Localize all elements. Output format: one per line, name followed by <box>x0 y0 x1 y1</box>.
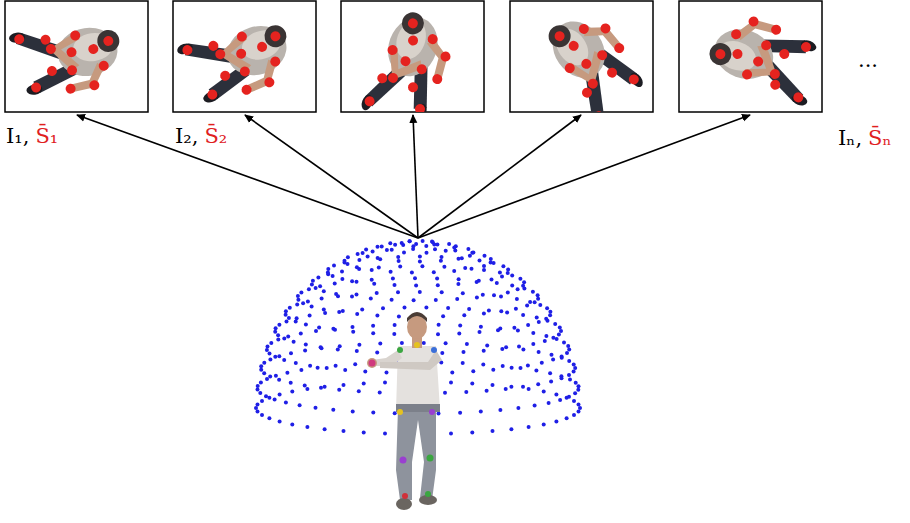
render-panel <box>5 1 148 112</box>
human-figure <box>367 312 442 510</box>
camera-dome <box>254 239 582 436</box>
view-label: S̄ₙ <box>868 126 891 150</box>
render-panel <box>341 1 484 132</box>
render-panel <box>173 1 316 112</box>
view-label: S̄₂ <box>204 124 227 148</box>
view-label: I₁, <box>6 124 29 148</box>
view-arrow <box>77 115 750 238</box>
view-label: I₂, <box>175 124 198 148</box>
render-panel <box>679 1 829 112</box>
view-label: Iₙ, <box>838 126 862 150</box>
ellipsis: ... <box>858 48 878 72</box>
view-label: S̄₁ <box>35 124 58 148</box>
render-panel <box>510 0 654 128</box>
